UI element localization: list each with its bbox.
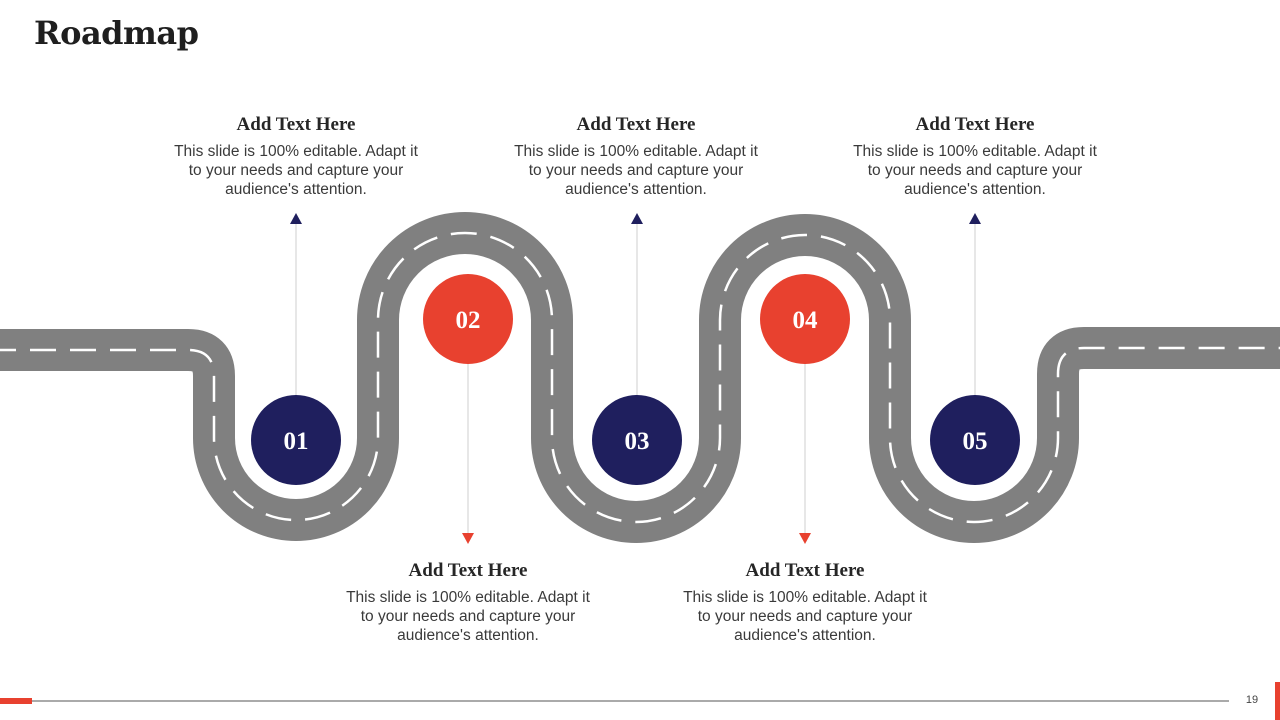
milestone-text-05: Add Text Here This slide is 100% editabl… [845,114,1105,199]
milestone-text-03: Add Text Here This slide is 100% editabl… [506,114,766,199]
milestone-circle-01 [251,395,341,485]
milestone-number-05: 05 [963,428,988,455]
milestone-circle-05 [930,395,1020,485]
milestone-number-01: 01 [284,428,309,455]
arrow-up-icon [631,213,643,224]
arrow-down-icon [462,533,474,544]
milestone-text-04: Add Text Here This slide is 100% editabl… [675,560,935,645]
milestone-heading-05: Add Text Here [915,114,1035,135]
milestone-heading-01: Add Text Here [236,114,356,135]
milestone-body-05: This slide is 100% editable. Adapt it to… [853,143,1097,198]
milestone-circle-04 [760,274,850,364]
arrow-down-icon [799,533,811,544]
milestone-circle-03 [592,395,682,485]
milestone-body-03: This slide is 100% editable. Adapt it to… [514,143,758,198]
milestone-number-03: 03 [625,428,650,455]
footer-accent-bar [0,698,32,704]
milestone-body-02: This slide is 100% editable. Adapt it to… [346,589,590,644]
arrow-up-icon [290,213,302,224]
milestone-heading-03: Add Text Here [576,114,696,135]
milestone-text-02: Add Text Here This slide is 100% editabl… [338,560,598,645]
footer-right-accent [1275,682,1280,720]
milestone-number-04: 04 [793,307,819,334]
milestone-heading-04: Add Text Here [745,560,865,581]
milestone-circle-02 [423,274,513,364]
milestone-heading-02: Add Text Here [408,560,528,581]
arrow-up-icon [969,213,981,224]
page-number: 19 [1245,694,1259,706]
milestone-text-01: Add Text Here This slide is 100% editabl… [166,114,426,199]
slide-title: Roadmap [34,14,199,52]
milestone-body-01: This slide is 100% editable. Adapt it to… [174,143,418,198]
milestone-body-04: This slide is 100% editable. Adapt it to… [683,589,927,644]
milestone-number-02: 02 [456,307,481,334]
